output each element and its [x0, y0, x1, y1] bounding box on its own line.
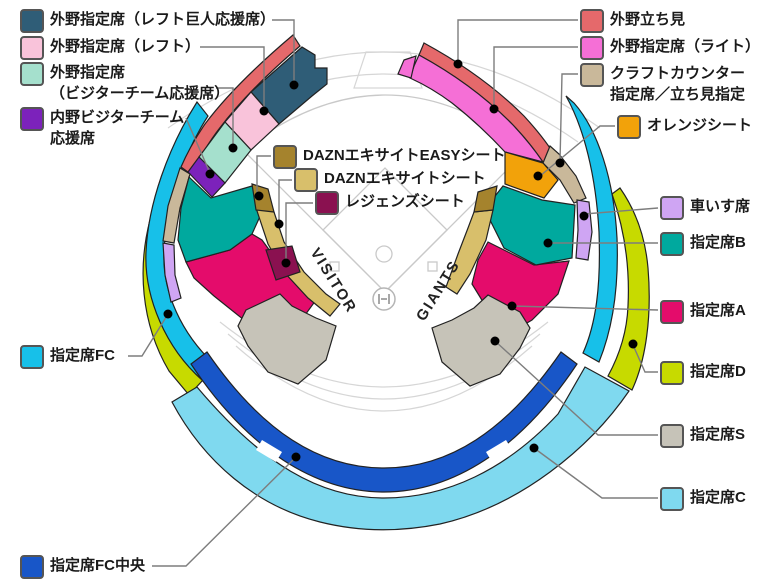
legend-outfield-left-giants[interactable]: 外野指定席（レフト巨人応援席） [20, 9, 275, 33]
swatch-orange-seat [617, 115, 641, 139]
legend-label-line2: 指定席／立ち見指定 [610, 86, 746, 103]
legend-seat-c[interactable]: 指定席C [660, 487, 746, 511]
swatch-standing [580, 9, 604, 33]
legend-craft-counter[interactable]: クラフトカウンター指定席／立ち見指定 [580, 63, 745, 105]
swatch-legends-seat [315, 191, 339, 215]
home-plate-logo-icon [372, 287, 396, 311]
legend-label: クラフトカウンター指定席／立ち見指定 [610, 63, 745, 105]
section-dazn-right[interactable] [445, 209, 494, 295]
legend-label: 外野指定席（ライト） [610, 38, 761, 55]
section-craft-counter-left[interactable] [162, 167, 191, 244]
legend-label: 外野指定席 （ビジターチーム応援席） [50, 62, 229, 104]
legend-dazn-easy[interactable]: DAZNエキサイトEASYシート [273, 145, 506, 169]
section-outfield-right-wedge[interactable] [397, 55, 417, 79]
swatch-dazn-easy [273, 145, 297, 169]
legend-label: 指定席C [690, 489, 746, 506]
legend-label-line2: （ビジターチーム応援席） [50, 85, 230, 102]
legend-label: 車いす席 [690, 198, 751, 215]
swatch-wheelchair [660, 196, 684, 220]
legend-orange-seat[interactable]: オレンジシート [617, 115, 752, 139]
legend-label: オレンジシート [647, 117, 753, 134]
section-seat-c[interactable] [171, 366, 630, 531]
section-marker-dots [163, 59, 638, 462]
legend-leader-lines [128, 19, 659, 567]
legend-label: 指定席B [690, 234, 746, 251]
section-seat-s-right[interactable] [431, 294, 531, 387]
legend-label: DAZNエキサイトシート [324, 170, 486, 187]
legend-seat-fc[interactable]: 指定席FC [20, 345, 115, 369]
swatch-outfield-left [20, 36, 44, 60]
legend-seat-b[interactable]: 指定席B [660, 232, 746, 256]
legend-label-line1: 内野ビジターチーム [50, 109, 185, 126]
section-wheelchair-left[interactable] [162, 242, 182, 303]
swatch-seat-s [660, 424, 684, 448]
legend-label: 外野立ち見 [610, 11, 686, 28]
legend-seat-a[interactable]: 指定席A [660, 300, 746, 324]
section-fc-chuo[interactable] [190, 351, 578, 493]
fc-chuo-aisle-gaps [256, 440, 512, 462]
legend-label-line1: クラフトカウンター [610, 65, 746, 82]
legend-label: レジェンズシート [345, 193, 465, 210]
legend-label: 指定席S [690, 426, 746, 443]
legend-outfield-left[interactable]: 外野指定席（レフト） [20, 36, 200, 60]
swatch-outfield-left-giants [20, 9, 44, 33]
swatch-seat-b [660, 232, 684, 256]
section-seat-s-left[interactable] [237, 293, 337, 385]
section-seat-b-left[interactable] [177, 175, 263, 263]
swatch-outfield-right [580, 36, 604, 60]
swatch-outfield-visitor-cheer [20, 62, 44, 86]
legend-label: 内野ビジターチーム応援席 [50, 107, 184, 149]
legend-label-line1: 外野指定席 [50, 64, 126, 81]
legend-label: 指定席FC [50, 347, 115, 364]
swatch-seat-c [660, 487, 684, 511]
legend-wheelchair[interactable]: 車いす席 [660, 196, 750, 220]
section-infield-visitor-cheer[interactable] [187, 156, 226, 198]
legend-standing[interactable]: 外野立ち見 [580, 9, 685, 33]
swatch-seat-d [660, 361, 684, 385]
legend-dazn[interactable]: DAZNエキサイトシート [294, 168, 486, 192]
legend-outfield-right[interactable]: 外野指定席（ライト） [580, 36, 760, 60]
swatch-infield-visitor-cheer [20, 107, 44, 131]
legend-infield-visitor-cheer[interactable]: 内野ビジターチーム応援席 [20, 107, 184, 149]
legend-label: 指定席D [690, 363, 746, 380]
legend-label-line2: 応援席 [50, 130, 96, 147]
section-fc-right[interactable] [565, 95, 618, 363]
section-seat-d-right[interactable] [607, 187, 650, 391]
swatch-dazn [294, 168, 318, 192]
swatch-seat-fc [20, 345, 44, 369]
legend-seat-s[interactable]: 指定席S [660, 424, 745, 448]
legend-label: 外野指定席（レフト） [50, 38, 201, 55]
section-dazn-easy-right[interactable] [473, 185, 498, 213]
legend-label: DAZNエキサイトEASYシート [303, 147, 506, 164]
legend-seat-d[interactable]: 指定席D [660, 361, 746, 385]
legend-label: 指定席FC中央 [50, 557, 145, 574]
swatch-craft-counter [580, 63, 604, 87]
legend-outfield-visitor-cheer[interactable]: 外野指定席 （ビジターチーム応援席） [20, 62, 229, 104]
legend-label: 外野指定席（レフト巨人応援席） [50, 11, 276, 28]
legend-label: 指定席A [690, 302, 746, 319]
legend-legends-seat[interactable]: レジェンズシート [315, 191, 465, 215]
swatch-seat-fc-chuo [20, 555, 44, 579]
section-orange-seat[interactable] [504, 151, 559, 199]
legend-seat-fc-chuo[interactable]: 指定席FC中央 [20, 555, 145, 579]
section-wheelchair-right[interactable] [575, 199, 593, 261]
swatch-seat-a [660, 300, 684, 324]
